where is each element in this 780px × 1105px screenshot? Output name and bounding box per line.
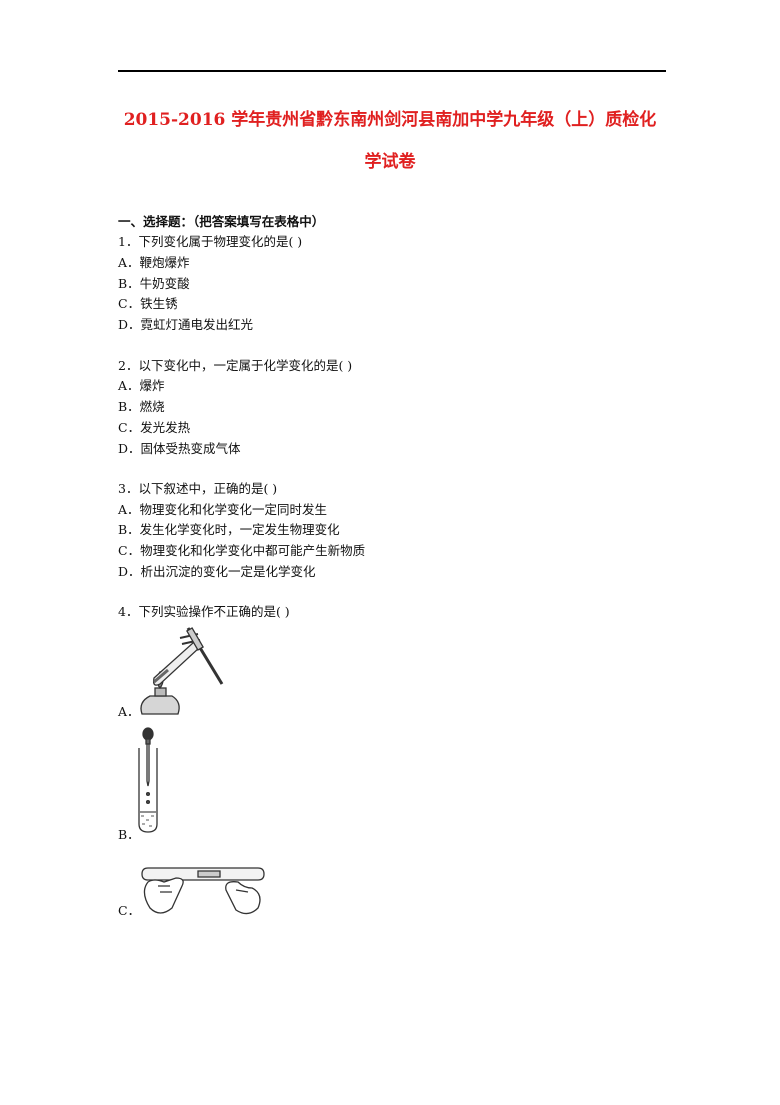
question-1-option-b: B．牛奶变酸 xyxy=(118,276,190,291)
question-2-option-c: C．发光发热 xyxy=(118,420,191,435)
question-1-option-a: A．鞭炮爆炸 xyxy=(118,255,190,270)
question-2-option-a: A．爆炸 xyxy=(118,378,165,393)
hands-holding-tube-figure xyxy=(141,867,265,915)
question-4-option-a: A． xyxy=(118,704,140,719)
question-4-option-c: C． xyxy=(118,903,141,918)
question-3-option-b: B．发生化学变化时，一定发生物理变化 xyxy=(118,522,340,537)
question-3-option-c: C．物理变化和化学变化中都可能产生新物质 xyxy=(118,543,366,558)
question-3-option-a: A．物理变化和化学变化一定同时发生 xyxy=(118,502,328,517)
question-4-stem: 4．下列实验操作不正确的是( ) xyxy=(118,604,290,619)
question-3-stem: 3．以下叙述中，正确的是( ) xyxy=(118,481,278,496)
page-title-line1: 2015-2016 学年贵州省黔东南州剑河县南加中学九年级（上）质检化 xyxy=(123,110,657,130)
header-rule xyxy=(118,70,666,72)
heating-test-tube-figure xyxy=(140,627,224,715)
section-heading: 一、选择题：（把答案填写在表格中） xyxy=(118,214,325,229)
question-3-option-d: D．析出沉淀的变化一定是化学变化 xyxy=(118,564,316,579)
question-1-stem: 1．下列变化属于物理变化的是( ) xyxy=(118,234,303,249)
question-2-option-b: B．燃烧 xyxy=(118,399,165,414)
question-1-option-c: C．铁生锈 xyxy=(118,296,178,311)
question-2-stem: 2．以下变化中，一定属于化学变化的是( ) xyxy=(118,358,353,373)
dropper-test-tube-figure xyxy=(138,727,158,833)
question-2-option-d: D．固体受热变成气体 xyxy=(118,441,241,456)
page-title-line2: 学试卷 xyxy=(364,152,416,172)
question-4-option-b: B． xyxy=(118,827,140,842)
question-1-option-d: D．霓虹灯通电发出红光 xyxy=(118,317,254,332)
